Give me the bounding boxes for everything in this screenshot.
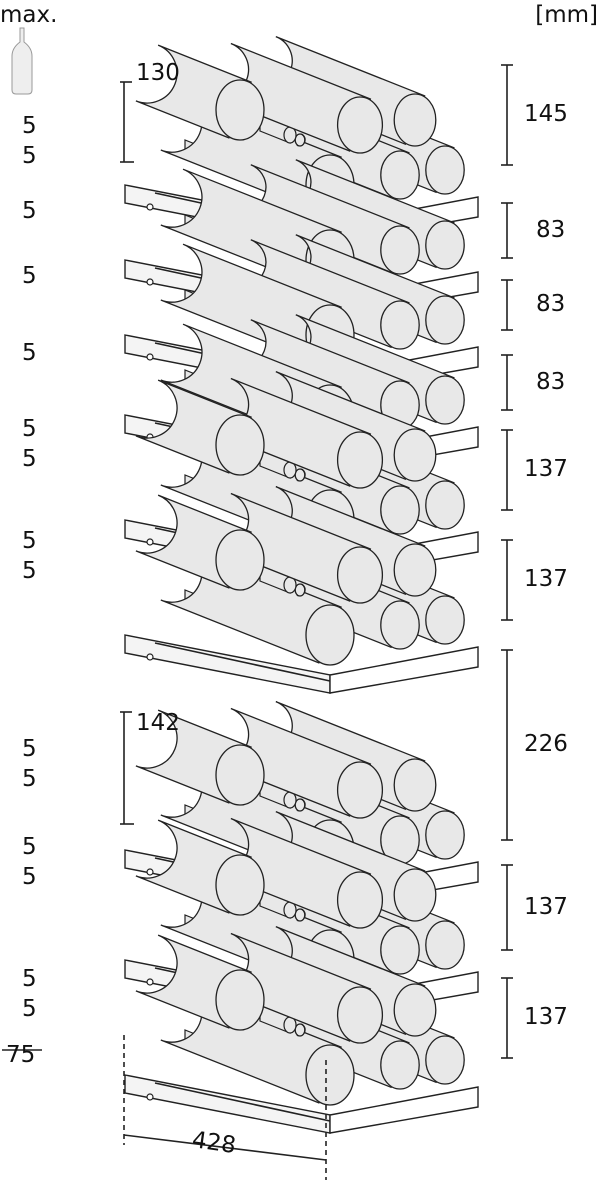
- shelf-capacity-label: 5: [22, 558, 37, 584]
- shelf-height-label: 83: [536, 368, 566, 395]
- shelf-side-rail: [329, 646, 479, 694]
- shelf-capacity-label: 5: [22, 113, 37, 139]
- bottle-end: [380, 150, 420, 200]
- bottle-end: [336, 96, 384, 154]
- shelf-glide: [146, 353, 154, 361]
- bottle-end: [380, 600, 420, 650]
- max-label: max.: [0, 2, 58, 28]
- shelf-capacity-label: 5: [22, 198, 37, 224]
- bottle-end: [380, 300, 420, 350]
- bottle-end: [294, 798, 306, 812]
- shelf-capacity-label: 5: [22, 864, 37, 890]
- bottle-end: [215, 414, 265, 476]
- shelf-capacity-label: 5: [22, 263, 37, 289]
- bottle-end: [305, 604, 355, 666]
- shelf-capacity-label: 5: [22, 528, 37, 554]
- shelf-glide: [146, 538, 154, 546]
- bottle-end: [215, 529, 265, 591]
- shelf-inner-line: [154, 1082, 331, 1122]
- shelf-glide: [146, 203, 154, 211]
- bottle-end: [425, 220, 465, 270]
- bottle-end: [425, 295, 465, 345]
- bottle-body: [160, 243, 342, 364]
- bottle-end: [215, 79, 265, 141]
- bottom-gap-dimension: 75: [6, 1042, 36, 1068]
- bottle-end: [380, 1040, 420, 1090]
- shelf-capacity-label: 5: [22, 143, 37, 169]
- bottle-end: [336, 761, 384, 819]
- shelf-glide: [146, 978, 154, 986]
- bottle-end: [380, 485, 420, 535]
- bottle-end: [425, 480, 465, 530]
- bottle-end: [393, 543, 437, 597]
- shelf-capacity-label: 5: [22, 446, 37, 472]
- shelf-height-label: 137: [524, 893, 568, 920]
- bottle-end: [425, 1035, 465, 1085]
- bottle-end: [393, 983, 437, 1037]
- bottle-end: [336, 871, 384, 929]
- shelf-capacity-label: 5: [22, 766, 37, 792]
- bottle-end: [215, 744, 265, 806]
- shelf-glide: [146, 868, 154, 876]
- shelf-capacity-label: 5: [22, 966, 37, 992]
- top-bottle-height-dimension: 130: [136, 60, 180, 86]
- bottle-end: [294, 133, 306, 147]
- bottle-end: [393, 93, 437, 147]
- shelf-capacity-label: 5: [22, 834, 37, 860]
- shelf-glide: [146, 653, 154, 661]
- shelf-height-label: 137: [524, 456, 568, 482]
- shelf-glide: [146, 1093, 154, 1101]
- bottle-end: [294, 468, 306, 482]
- bottle-end: [336, 431, 384, 489]
- bottle-end: [294, 583, 306, 597]
- bottle-end: [294, 1023, 306, 1037]
- bottle-end: [393, 758, 437, 812]
- bottle-end: [425, 920, 465, 970]
- shelf-side-rail: [329, 1086, 479, 1134]
- shelf-glide: [146, 278, 154, 286]
- shelf-height-label: 83: [536, 291, 566, 317]
- shelf-capacity-label: 5: [22, 340, 37, 366]
- bottle-end: [294, 908, 306, 922]
- bottle-end: [215, 854, 265, 916]
- shelf-capacity-label: 5: [22, 736, 37, 762]
- bottle-end: [380, 225, 420, 275]
- bottle-end: [305, 1044, 355, 1106]
- bottle-end: [380, 925, 420, 975]
- bottle-end: [425, 375, 465, 425]
- bottle-end: [393, 868, 437, 922]
- shelf-height-label: 145: [524, 101, 568, 127]
- shelf-height-label: 83: [536, 216, 566, 243]
- width-dimension-line: [123, 1134, 327, 1161]
- shelf-capacity-label: 5: [22, 416, 37, 442]
- shelf-height-label: 137: [524, 566, 568, 592]
- bottle-end: [393, 428, 437, 482]
- unit-label: [mm]: [535, 2, 598, 28]
- bottle-icon: [11, 27, 33, 95]
- bottle-end: [215, 969, 265, 1031]
- width-dimension: 428: [190, 1127, 238, 1159]
- shelf-height-label: 137: [524, 1004, 568, 1030]
- bottle-end: [425, 595, 465, 645]
- shelf-height-label: 226: [524, 731, 568, 757]
- bottle-end: [336, 546, 384, 604]
- bottle-end: [425, 810, 465, 860]
- shelf-capacity-label: 5: [22, 996, 37, 1022]
- shelf-inner-line: [154, 642, 331, 682]
- bottle-end: [425, 145, 465, 195]
- lower-bottle-height-dimension: 142: [136, 710, 180, 736]
- bottle-end: [336, 986, 384, 1044]
